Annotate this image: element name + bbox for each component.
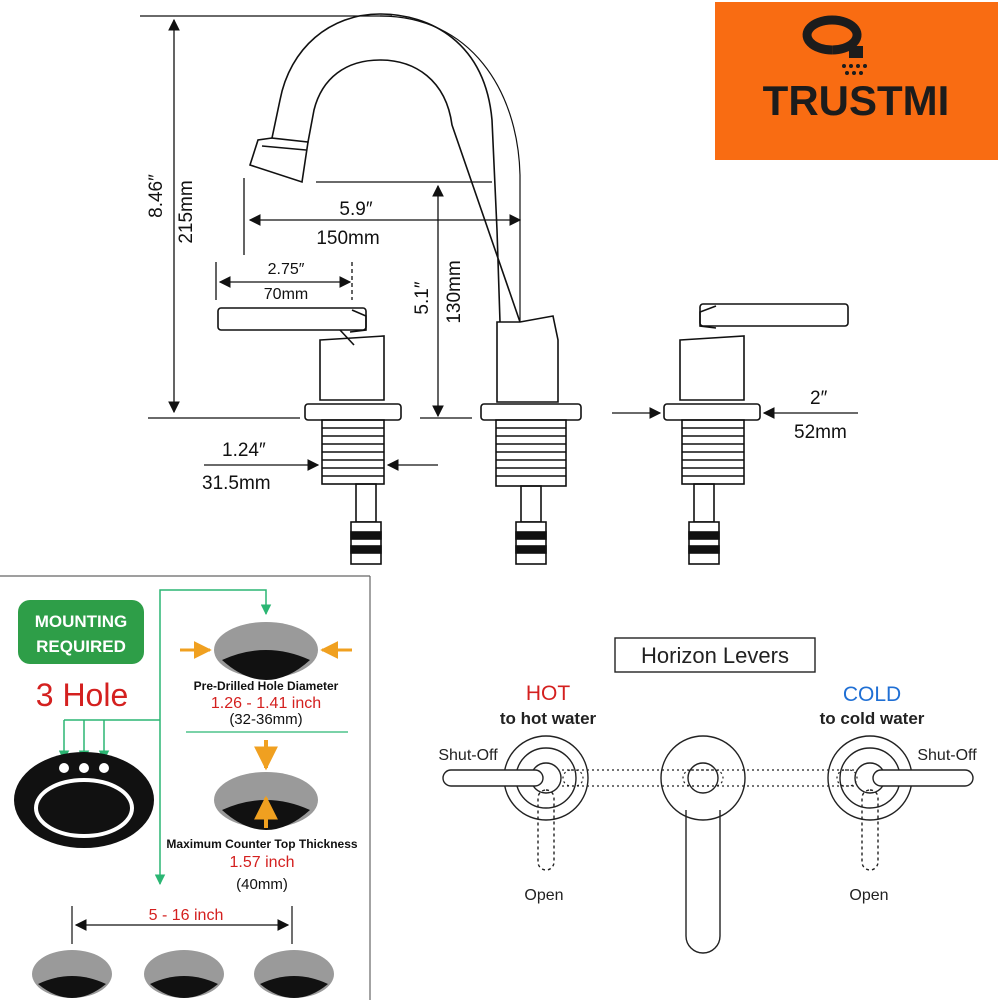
- reach-inch-label: 5.9″: [339, 199, 372, 220]
- shank-inch-label: 1.24″: [222, 440, 266, 461]
- dimension-lines: [140, 15, 858, 471]
- counter-thickness-icon: [214, 772, 318, 830]
- height-inch-label: 8.46″: [146, 174, 167, 218]
- shutoff-right-label: Shut-Off: [917, 747, 977, 764]
- spout-height-inch-label: 5.1″: [412, 281, 433, 314]
- right-handle: [663, 303, 849, 565]
- cold-label: COLD: [843, 683, 901, 706]
- open-left-label: Open: [524, 887, 563, 904]
- height-mm-label: 215mm: [176, 180, 197, 243]
- sink-top-view: [14, 752, 154, 848]
- spout-body: [496, 315, 559, 403]
- spout-shank: [495, 419, 567, 565]
- shutoff-left-label: Shut-Off: [438, 747, 498, 764]
- spout-top-diagram: [660, 735, 746, 954]
- levers-title: Horizon Levers: [641, 643, 789, 668]
- spacing-label: 5 - 16 inch: [149, 907, 224, 924]
- cold-subtitle: to cold water: [820, 709, 925, 728]
- levers-title-box: [614, 637, 816, 673]
- lever-mm-label: 70mm: [264, 286, 308, 303]
- reach-mm-label: 150mm: [316, 228, 379, 249]
- hole-count-label: 3 Hole: [36, 677, 129, 713]
- thickness-mm: (40mm): [236, 876, 288, 893]
- base-mm-label: 52mm: [794, 422, 847, 443]
- hole-diameter-icon: [180, 622, 352, 680]
- three-holes-icon: [32, 950, 334, 998]
- lever-inch-label: 2.75″: [268, 261, 305, 278]
- left-handle: [217, 307, 402, 565]
- brand-logo: TRUSTMI: [715, 2, 998, 160]
- badge-line2: REQUIRED: [36, 637, 126, 656]
- spout: [271, 13, 521, 323]
- badge-line1: MOUNTING: [35, 612, 128, 631]
- guide-lines: [58, 589, 272, 886]
- faucet-drawing: [217, 13, 849, 565]
- mounting-panel: MOUNTING REQUIRED 3 Hole Pre: [0, 575, 371, 1000]
- hole-diameter-title: Pre-Drilled Hole Diameter: [194, 679, 339, 693]
- hot-label: HOT: [526, 682, 571, 705]
- hole-diameter-mm: (32-36mm): [229, 711, 302, 728]
- thickness-inch: 1.57 inch: [230, 854, 295, 871]
- cold-valve-diagram: [827, 735, 974, 871]
- spout-base-plate: [480, 403, 582, 421]
- spout-height-mm-label: 130mm: [444, 260, 465, 323]
- spout-tip: [248, 137, 309, 184]
- levers-panel: Horizon Levers HOT to hot water COLD to …: [438, 637, 977, 954]
- shower-head-icon: [802, 15, 867, 75]
- hole-diameter-inch: 1.26 - 1.41 inch: [211, 695, 321, 712]
- mounting-required-badge: MOUNTING REQUIRED: [18, 600, 144, 664]
- shank-mm-label: 31.5mm: [202, 473, 271, 494]
- connecting-pipes: [562, 769, 858, 787]
- hot-subtitle: to hot water: [500, 709, 597, 728]
- thickness-title: Maximum Counter Top Thickness: [166, 837, 357, 851]
- brand-name: TRUSTMI: [763, 77, 950, 124]
- base-inch-label: 2″: [810, 388, 828, 409]
- hot-valve-diagram: [442, 735, 589, 871]
- open-right-label: Open: [849, 887, 888, 904]
